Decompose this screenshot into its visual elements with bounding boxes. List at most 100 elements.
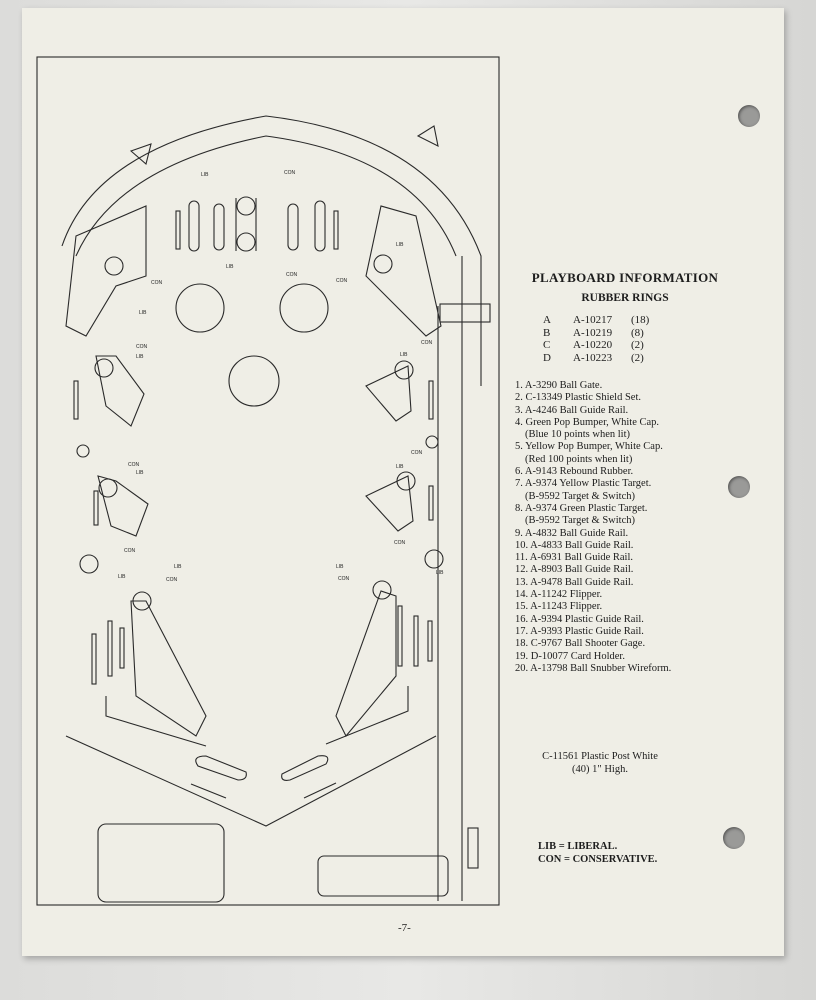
ring-row: D A-10223 (2) xyxy=(543,352,745,365)
legend-meaning: LIBERAL. xyxy=(567,841,618,852)
ring-letter: A xyxy=(543,314,551,326)
part-item-note: (Red 100 points when lit) xyxy=(525,453,633,465)
ring-qty: (2) xyxy=(631,339,644,351)
card-holder-left xyxy=(97,823,225,903)
part-item: 6. A-9143 Rebound Rubber. xyxy=(515,466,634,478)
part-item: 14. A-11242 Flipper. xyxy=(515,589,603,601)
part-item: 4. Green Pop Bumper, White Cap. xyxy=(515,416,660,428)
rubber-rings-table: A A-10217 (18) B A-10219 (8) C A-10220 (… xyxy=(543,314,745,364)
binder-hole-middle xyxy=(728,476,750,498)
diagram-label-lib-9: LIB xyxy=(118,574,126,580)
post-note-line-2: (40) 1" High. xyxy=(572,764,628,775)
upper-left-kicker xyxy=(104,256,124,276)
part-item-note: (B-9592 Target & Switch) xyxy=(525,490,635,502)
pop-bumper-center xyxy=(228,355,280,407)
upper-right-guide xyxy=(365,205,442,337)
diagram-label-con-9: CON xyxy=(124,548,136,554)
diagram-label-con-8: CON xyxy=(411,450,423,456)
playboard-diagram: LIB CON LIB CON CON LIB CON LIB CON LIB … xyxy=(36,56,502,908)
diagram-label-lib-1: LIB xyxy=(201,172,209,178)
shooter-gate xyxy=(439,303,491,323)
left-inlane-guide xyxy=(130,600,207,737)
diagram-label-lib-12: LIB xyxy=(336,564,344,570)
diagram-label-lib-11: LIB xyxy=(174,564,182,570)
lane-guide-1 xyxy=(188,200,200,252)
post-note-line-1: C-11561 Plastic Post White xyxy=(542,751,658,762)
diagram-label-lib-7: LIB xyxy=(136,470,144,476)
flipper-left xyxy=(195,755,247,781)
legend-abbr: LIB xyxy=(538,841,557,852)
left-outlane-rail xyxy=(105,696,207,747)
diagram-label-con-3: CON xyxy=(151,280,163,286)
manual-page xyxy=(22,8,784,956)
ring-letter: D xyxy=(543,351,551,364)
diagram-label-con-7: CON xyxy=(128,462,140,468)
right-inlane-guide xyxy=(335,590,397,737)
diagram-label-con-10: CON xyxy=(394,540,406,546)
part-item: 12. A-8903 Ball Guide Rail. xyxy=(515,564,634,576)
ring-letter: B xyxy=(543,326,551,339)
legend-equals: = xyxy=(558,841,568,852)
part-item: 10. A-4833 Ball Guide Rail. xyxy=(515,539,634,551)
part-item: 5. Yellow Pop Bumper, White Cap. xyxy=(515,441,663,453)
abbreviation-legend: LIB = LIBERAL. CON = CONSERVATIVE. xyxy=(538,840,657,866)
diagram-label-lib-6: LIB xyxy=(400,352,408,358)
part-item: 16. A-9394 Plastic Guide Rail. xyxy=(515,613,644,625)
ring-qty: (18) xyxy=(631,314,650,326)
section-subtitle: RUBBER RINGS xyxy=(581,292,669,304)
ring-part: A-10219 xyxy=(573,326,613,339)
ring-qty: (2) xyxy=(631,351,644,364)
top-rollover xyxy=(236,196,256,216)
ring-row: C A-10220 (2) xyxy=(543,339,745,352)
ring-row: A A-10217 (18) xyxy=(543,314,745,327)
pop-bumper-right xyxy=(279,283,329,333)
binder-hole-bottom xyxy=(723,827,745,849)
part-item-note: (Blue 10 points when lit) xyxy=(525,429,630,441)
legend-row: LIB = LIBERAL. xyxy=(538,840,657,853)
playfield-border xyxy=(36,56,500,906)
diagram-label-lib-2: LIB xyxy=(226,264,234,270)
top-arch xyxy=(61,115,482,386)
left-upper-slingshot xyxy=(95,355,145,427)
diagram-label-con-11: CON xyxy=(166,577,178,583)
diagram-label-con-2: CON xyxy=(286,272,298,278)
part-item: 15. A-11243 Flipper. xyxy=(515,601,603,613)
shooter-gage xyxy=(467,827,479,869)
part-item: 11. A-6931 Ball Guide Rail. xyxy=(515,552,634,564)
legend-equals: = xyxy=(563,854,573,865)
apron-line xyxy=(65,735,437,827)
right-outlane-rail xyxy=(325,686,409,745)
part-item: 20. A-13798 Ball Snubber Wireform. xyxy=(515,662,672,674)
ring-part: A-10217 xyxy=(573,314,613,326)
binder-hole-top xyxy=(738,105,760,127)
diagram-label-lib-5: LIB xyxy=(136,354,144,360)
part-item: 13. A-9478 Ball Guide Rail. xyxy=(515,576,634,588)
part-item: 17. A-9393 Plastic Guide Rail. xyxy=(515,625,644,637)
upper-left-guide xyxy=(65,205,147,337)
diagram-label-con-5: CON xyxy=(136,344,148,350)
part-item: 3. A-4246 Ball Guide Rail. xyxy=(515,404,629,416)
plastic-post-note: C-11561 Plastic Post White (40) 1" High. xyxy=(520,750,680,776)
upper-right-kicker xyxy=(373,254,393,274)
diagram-label-con-6: CON xyxy=(421,340,433,346)
part-item: 2. C-13349 Plastic Shield Set. xyxy=(515,392,641,404)
diagram-label-con-4: CON xyxy=(336,278,348,284)
part-item: 1. A-3290 Ball Gate. xyxy=(515,380,603,391)
card-holder-right xyxy=(317,855,449,897)
part-item: 18. C-9767 Ball Shooter Gage. xyxy=(515,638,646,650)
legend-row: CON = CONSERVATIVE. xyxy=(538,853,657,866)
diagram-label-lib-10: LIB xyxy=(436,570,444,576)
parts-list: 1. A-3290 Ball Gate. 2. C-13349 Plastic … xyxy=(515,380,745,675)
playboard-info-panel: PLAYBOARD INFORMATION RUBBER RINGS A A-1… xyxy=(505,270,745,675)
right-lower-slingshot xyxy=(365,475,414,532)
page-number: -7- xyxy=(398,922,411,934)
part-item: 9. A-4832 Ball Guide Rail. xyxy=(515,527,629,539)
diagram-label-lib-8: LIB xyxy=(396,464,404,470)
diagram-label-con-1: CON xyxy=(284,170,296,176)
left-lower-slingshot xyxy=(97,475,149,537)
part-item: 19. D-10077 Card Holder. xyxy=(515,650,625,662)
ring-part: A-10223 xyxy=(573,351,613,364)
diagram-label-lib-4: LIB xyxy=(396,242,404,248)
pop-bumper-left xyxy=(175,283,225,333)
ring-row: B A-10219 (8) xyxy=(543,327,745,340)
